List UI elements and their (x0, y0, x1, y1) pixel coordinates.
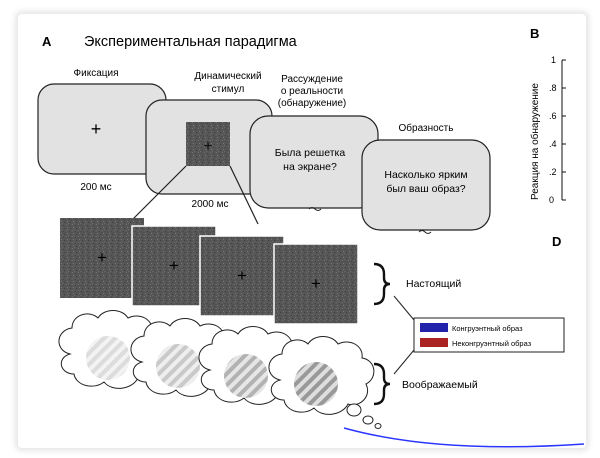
axis-b-tick: .2 (549, 167, 557, 177)
thought-cloud-icon (268, 336, 375, 415)
reality-question-line2: на экране? (283, 161, 337, 173)
panel-label-b: B (530, 26, 539, 41)
legend-label-congruent: Конгруэнтный образ (452, 324, 523, 333)
fixation-cross-icon: + (237, 266, 247, 285)
reality-label-line3: (обнаружение) (278, 97, 347, 109)
axis-b-tick: .6 (549, 111, 557, 121)
real-trial-frames: + + + + (60, 218, 359, 325)
axis-b-ylabel: Реакция на обнаружение (529, 83, 541, 200)
legend-connector (393, 295, 415, 321)
panel-label-a: A (42, 34, 52, 49)
curly-brace-icon (373, 362, 391, 406)
noise-frame (60, 218, 144, 298)
legend-swatch-incongruent (420, 338, 448, 347)
reality-label-line1: Рассуждение (281, 74, 343, 85)
zoom-line-right (229, 165, 259, 225)
legend-connector (393, 349, 415, 375)
tilde-icon (418, 230, 432, 234)
fixation-cross-icon: + (97, 248, 107, 267)
panel-b-axis: Реакция на обнаружение 0 .2 .4 .6 .8 1 (529, 55, 566, 205)
legend: Конгруэнтный образ Неконгруэнтный образ (413, 317, 565, 353)
axis-b-tick: .4 (549, 139, 557, 149)
panel-label-d: D (552, 234, 561, 249)
paradigm-diagram: A Экспериментальная парадигма B D Реакци… (37, 26, 585, 448)
fixation-cross-icon: + (203, 138, 212, 155)
stimulus-label-line2: стимул (212, 84, 245, 95)
curly-brace-icon (373, 262, 391, 306)
imagery-question-line1: Насколько ярким (384, 169, 467, 181)
zoom-line-left (131, 165, 187, 221)
figure-title: Экспериментальная парадигма (84, 34, 298, 50)
trial-type-real: Настоящий (406, 278, 461, 290)
imagery-screen (361, 139, 491, 231)
reality-question-line1: Была решетка (275, 147, 346, 159)
fixation-label: Фиксация (74, 68, 119, 79)
thought-bubble (346, 403, 362, 417)
stimulus-duration: 2000 мс (192, 199, 229, 210)
axis-b-tick: 0 (549, 195, 554, 205)
thought-bubble (374, 423, 382, 429)
imagery-question-line2: был ваш образ? (386, 183, 465, 195)
legend-label-incongruent: Неконгруэнтный образ (452, 339, 532, 348)
fixation-cross-icon: + (169, 256, 179, 275)
axis-b-tick: .8 (549, 83, 557, 93)
legend-swatch-congruent (420, 323, 448, 332)
noise-frame (273, 243, 359, 325)
stimulus-patch (186, 122, 230, 166)
accent-line (343, 427, 585, 448)
axis-b-tick: 1 (551, 55, 556, 65)
fixation-cross-icon: + (91, 119, 102, 139)
reality-label-line2: о реальности (281, 86, 343, 97)
imagery-label: Образность (399, 122, 454, 134)
trial-type-imagined: Воображаемый (402, 379, 478, 391)
fixation-duration: 200 мс (80, 182, 111, 193)
thought-bubble (362, 415, 374, 425)
tilde-icon (308, 207, 322, 211)
imagined-trial-clouds (58, 310, 382, 429)
fixation-cross-icon: + (311, 274, 321, 293)
stimulus-label-line1: Динамический (194, 71, 261, 82)
figure-frame: A Экспериментальная парадигма B D Реакци… (18, 14, 586, 448)
noise-frame (199, 235, 285, 317)
